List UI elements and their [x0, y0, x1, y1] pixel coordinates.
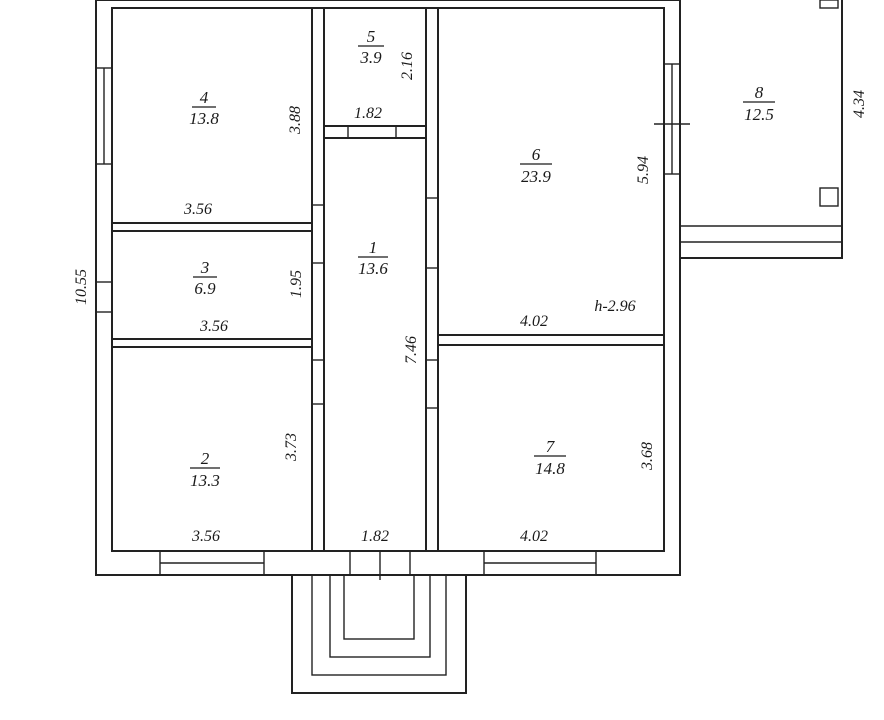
room-area: 13.3 — [190, 471, 220, 490]
room-label-4: 4 13.8 — [189, 88, 219, 128]
room-area: 14.8 — [535, 459, 565, 478]
room-number: 5 — [367, 27, 376, 46]
dim-room6-width: 4.02 — [520, 313, 548, 330]
interior-walls — [111, 7, 665, 552]
room-label-6: 6 23.9 — [520, 145, 552, 186]
dimension-labels: 3.56 3.88 3.56 1.95 3.56 3.73 1.82 2.16 … — [73, 52, 868, 545]
dim-room7-width: 4.02 — [520, 528, 548, 545]
room-label-7: 7 14.8 — [534, 437, 566, 478]
dim-room4-width: 3.56 — [183, 201, 212, 218]
room-number: 8 — [755, 83, 764, 102]
dim-room5-width: 1.82 — [354, 105, 382, 122]
dim-room2-height: 3.73 — [283, 433, 300, 462]
annex-room-8 — [679, 0, 843, 259]
room-area: 12.5 — [744, 105, 774, 124]
outer-walls — [95, 0, 690, 580]
room-label-2: 2 13.3 — [190, 449, 220, 490]
dim-room4-height: 3.88 — [287, 106, 304, 135]
dim-room3-height: 1.95 — [288, 270, 305, 298]
room-area: 6.9 — [194, 279, 216, 298]
room-label-8: 8 12.5 — [743, 83, 775, 124]
dim-corridor-width: 1.82 — [361, 528, 389, 545]
room-label-3: 3 6.9 — [193, 258, 217, 298]
room-number: 7 — [546, 437, 556, 456]
room-number: 6 — [532, 145, 541, 164]
room-number: 1 — [369, 238, 378, 257]
room-number: 3 — [200, 258, 210, 277]
room-area: 13.8 — [189, 109, 219, 128]
room-labels: 4 13.8 3 6.9 2 13.3 5 3.9 1 13.6 6 23.9 — [189, 27, 775, 490]
dim-corridor-length: 7.46 — [403, 336, 420, 364]
room-number: 4 — [200, 88, 209, 107]
dim-room3-width: 3.56 — [199, 318, 228, 335]
room-area: 3.9 — [359, 48, 382, 67]
room-area: 13.6 — [358, 259, 388, 278]
dim-ceiling-height: h-2.96 — [594, 298, 635, 315]
dim-room5-height: 2.16 — [399, 52, 416, 80]
dim-room2-width: 3.56 — [191, 528, 220, 545]
dim-room7-height: 3.68 — [639, 442, 656, 471]
dim-room6-height: 5.94 — [635, 156, 652, 184]
room-label-5: 5 3.9 — [358, 27, 384, 67]
room-area: 23.9 — [521, 167, 551, 186]
room-label-1: 1 13.6 — [358, 238, 388, 278]
room-number: 2 — [201, 449, 210, 468]
entrance-steps — [291, 574, 467, 694]
dim-overall-height: 10.55 — [73, 269, 90, 305]
dim-room8-height: 4.34 — [851, 90, 868, 118]
